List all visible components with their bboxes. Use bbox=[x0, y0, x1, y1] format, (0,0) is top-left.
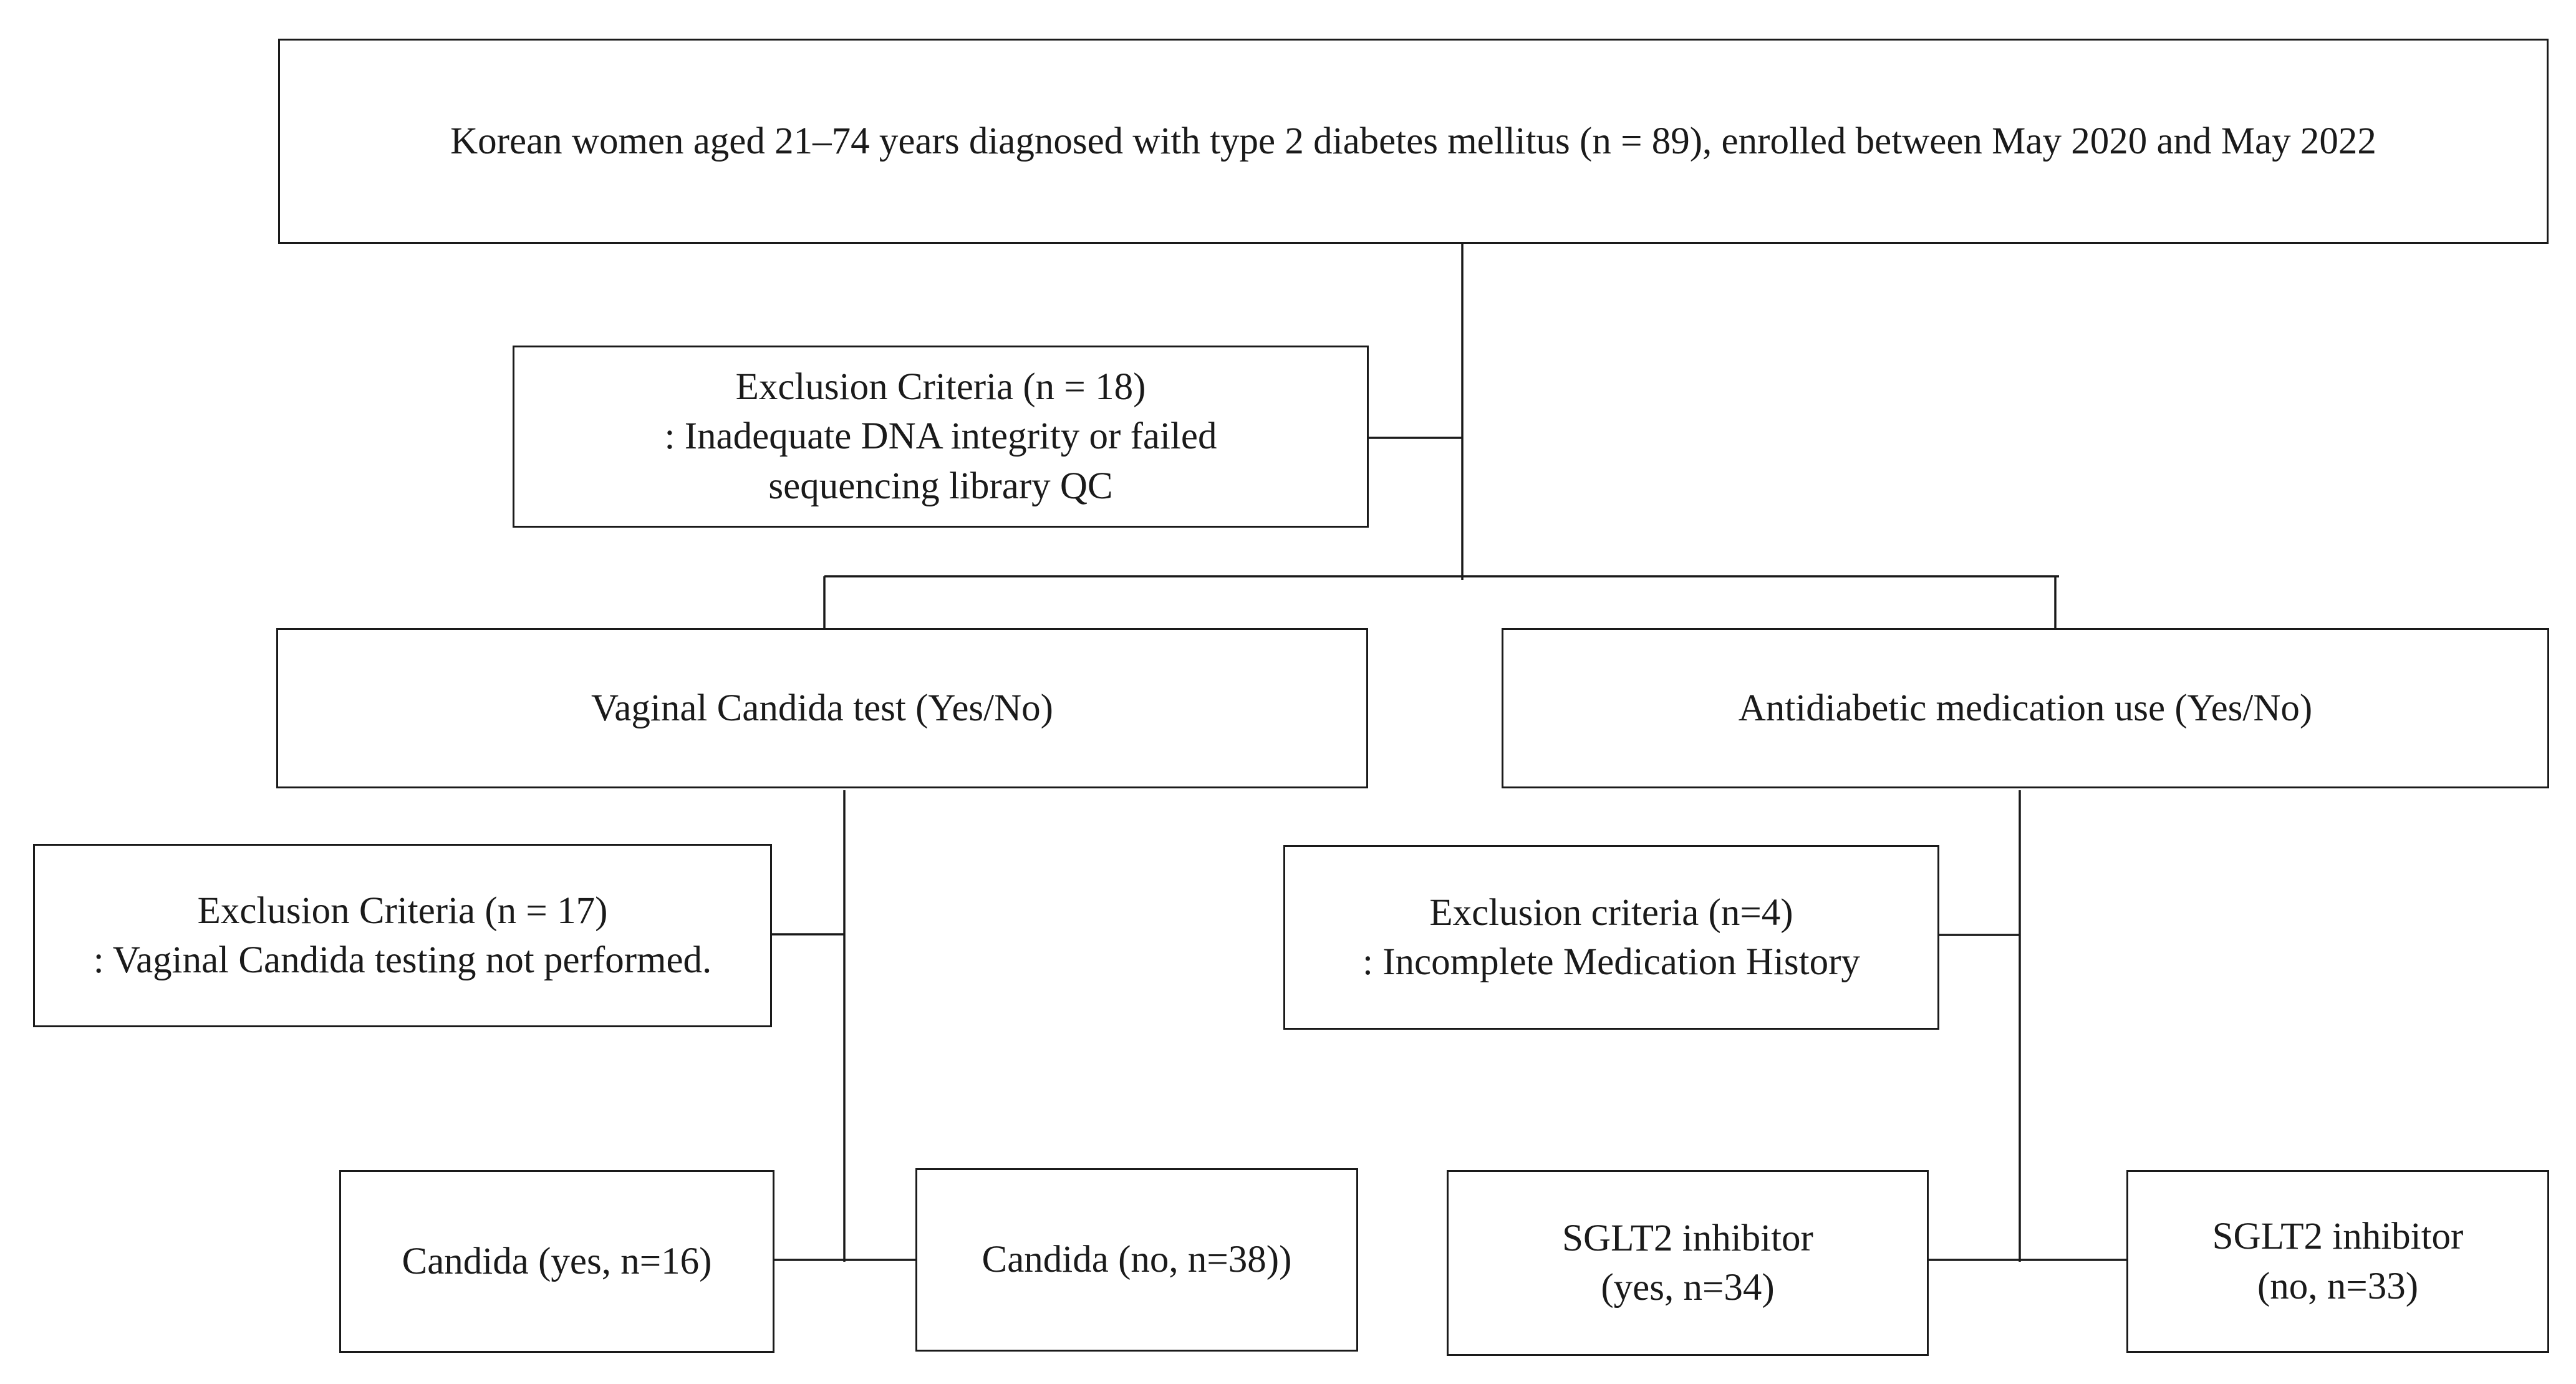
candida-no-box: Candida (no, n=38)) bbox=[915, 1168, 1358, 1352]
exclusion-dna-reason-cont: sequencing library QC bbox=[768, 465, 1113, 507]
sglt2-yes-count: (yes, n=34) bbox=[1601, 1267, 1775, 1309]
exclusion-medication-reason: : Incomplete Medication History bbox=[1363, 941, 1860, 983]
sglt2-no-box: SGLT2 inhibitor (no, n=33) bbox=[2126, 1170, 2549, 1353]
sglt2-no-drug: SGLT2 inhibitor bbox=[2212, 1216, 2464, 1258]
candida-test-box: Vaginal Candida test (Yes/No) bbox=[276, 628, 1368, 788]
exclusion-candida-box: Exclusion Criteria (n = 17) : Vaginal Ca… bbox=[33, 844, 772, 1027]
sglt2-no-count: (no, n=33) bbox=[2257, 1265, 2419, 1307]
candida-no-label: Candida (no, n=38)) bbox=[982, 1239, 1292, 1281]
candida-yes-box: Candida (yes, n=16) bbox=[339, 1170, 774, 1353]
exclusion-candida-title: Exclusion Criteria (n = 17) bbox=[197, 889, 608, 932]
medication-use-label: Antidiabetic medication use (Yes/No) bbox=[1738, 687, 2313, 729]
enrollment-text: Korean women aged 21–74 years diagnosed … bbox=[450, 120, 2376, 162]
enrollment-box: Korean women aged 21–74 years diagnosed … bbox=[278, 39, 2549, 244]
exclusion-medication-box: Exclusion criteria (n=4) : Incomplete Me… bbox=[1283, 845, 1939, 1030]
candida-yes-label: Candida (yes, n=16) bbox=[402, 1240, 712, 1282]
sglt2-yes-drug: SGLT2 inhibitor bbox=[1562, 1217, 1813, 1259]
exclusion-dna-reason: : Inadequate DNA integrity or failed bbox=[664, 415, 1217, 458]
exclusion-dna-title: Exclusion Criteria (n = 18) bbox=[735, 366, 1146, 409]
exclusion-dna-box: Exclusion Criteria (n = 18) : Inadequate… bbox=[513, 346, 1369, 528]
candida-test-label: Vaginal Candida test (Yes/No) bbox=[591, 687, 1053, 729]
exclusion-medication-title: Exclusion criteria (n=4) bbox=[1429, 891, 1793, 934]
sglt2-yes-box: SGLT2 inhibitor (yes, n=34) bbox=[1447, 1170, 1929, 1356]
medication-use-box: Antidiabetic medication use (Yes/No) bbox=[1502, 628, 2549, 788]
exclusion-candida-reason: : Vaginal Candida testing not performed. bbox=[93, 939, 712, 981]
